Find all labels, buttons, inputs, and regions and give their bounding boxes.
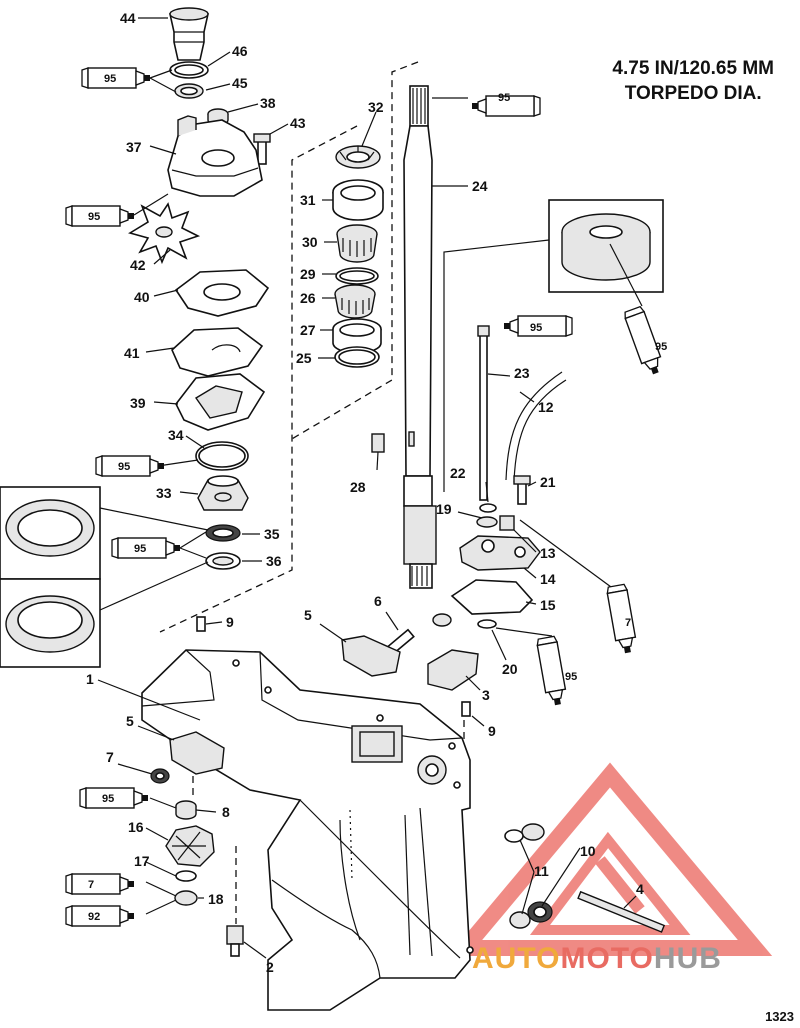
driveshaft (403, 85, 437, 589)
tube-95-mid-left: 95 (65, 205, 135, 227)
torpedo-diameter-title: 4.75 IN/120.65 MM TORPEDO DIA. (612, 56, 774, 106)
callout-44: 44 (120, 10, 136, 26)
callout-39: 39 (130, 395, 146, 411)
callout-33: 33 (156, 485, 172, 501)
shaft-bearings-stack (332, 145, 384, 368)
callout-31: 31 (300, 192, 316, 208)
callout-37: 37 (126, 139, 142, 155)
callout-14: 14 (540, 571, 556, 587)
tube-95-seal: 95 (95, 455, 165, 477)
callout-41: 41 (124, 345, 140, 361)
callout-11: 11 (534, 863, 549, 879)
callout-45: 45 (232, 75, 248, 91)
tube-7-lower-left: 7 (65, 873, 135, 895)
callout-46: 46 (232, 43, 248, 59)
callout-25: 25 (296, 350, 312, 366)
magnet-detail-inset (443, 199, 664, 492)
callout-9-right: 9 (488, 723, 496, 739)
callout-36: 36 (266, 553, 282, 569)
callout-12: 12 (538, 399, 554, 415)
callout-10: 10 (580, 843, 596, 859)
callout-40: 40 (134, 289, 150, 305)
svg-text:7: 7 (88, 879, 94, 891)
callout-23: 23 (514, 365, 530, 381)
callout-7: 7 (106, 749, 114, 765)
callout-17: 17 (134, 853, 150, 869)
watermark-auto: AUTO (472, 942, 561, 975)
svg-text:95: 95 (118, 461, 130, 473)
lower-small-parts (150, 613, 666, 957)
tube-92-lower-left: 92 (65, 905, 135, 927)
callout-30: 30 (302, 234, 318, 250)
figure-number: 1323 (765, 1009, 794, 1024)
tube-95-shift-label: 95 (530, 322, 542, 334)
callout-3: 3 (482, 687, 490, 703)
callout-28: 28 (350, 479, 366, 495)
sealant-tubes: 95 95 95 95 95 95 95 7 95 95 (65, 67, 667, 927)
callout-38: 38 (260, 95, 276, 111)
svg-text:95: 95 (134, 543, 146, 555)
callout-42: 42 (130, 257, 146, 273)
svg-text:95: 95 (88, 211, 100, 223)
shift-shaft-clip (371, 433, 385, 453)
tube-7-right-label: 7 (625, 617, 631, 629)
callout-8: 8 (222, 804, 230, 820)
callout-1: 1 (86, 671, 94, 687)
svg-text:95: 95 (104, 73, 116, 85)
watermark-moto: MOTO (560, 942, 654, 975)
callout-5-lower: 5 (126, 713, 134, 729)
callout-4: 4 (636, 881, 644, 897)
callout-35: 35 (264, 526, 280, 542)
callout-21: 21 (540, 474, 556, 490)
tube-7-right (605, 583, 639, 656)
tube-95-lower-right-label: 95 (565, 671, 577, 683)
leader-lines (97, 17, 637, 959)
callout-24: 24 (472, 178, 488, 194)
tube-95-inset: 95 (111, 537, 181, 559)
callout-15: 15 (540, 597, 556, 613)
title-line-2: TORPEDO DIA. (624, 83, 762, 104)
water-pump-stack (128, 7, 271, 570)
callout-18: 18 (208, 891, 224, 907)
callout-20: 20 (502, 661, 518, 677)
watermark-logo (447, 762, 773, 956)
callout-27: 27 (300, 322, 316, 338)
callout-labels: 44 46 45 38 43 37 42 40 41 39 34 33 35 3… (86, 10, 644, 975)
tube-95-lower-right (535, 635, 569, 708)
callout-9-left: 9 (226, 614, 234, 630)
callout-19: 19 (436, 501, 452, 517)
tube-95-lower-left: 95 (79, 787, 149, 809)
tube-95-magnet-label: 95 (655, 341, 667, 353)
tube-95-top-left: 95 (81, 67, 151, 89)
callout-16: 16 (128, 819, 144, 835)
callout-2: 2 (266, 959, 274, 975)
callout-32: 32 (368, 99, 384, 115)
shift-assembly (450, 325, 567, 629)
callout-5-upper: 5 (304, 607, 312, 623)
tube-95-driveshaft-label: 95 (498, 92, 510, 104)
callout-6: 6 (374, 593, 382, 609)
callout-26: 26 (300, 290, 316, 306)
callout-43: 43 (290, 115, 306, 131)
callout-29: 29 (300, 266, 316, 282)
watermark-hub: HUB (653, 942, 722, 975)
title-line-1: 4.75 IN/120.65 MM (612, 58, 774, 79)
callout-34: 34 (168, 427, 184, 443)
callout-22: 22 (450, 465, 466, 481)
watermark-text: AUTOMOTOHUB (472, 942, 722, 976)
callout-13: 13 (540, 545, 556, 561)
seal-detail-insets (0, 486, 209, 668)
svg-text:92: 92 (88, 911, 100, 923)
svg-text:95: 95 (102, 793, 114, 805)
gearcase-housing (141, 649, 474, 1011)
